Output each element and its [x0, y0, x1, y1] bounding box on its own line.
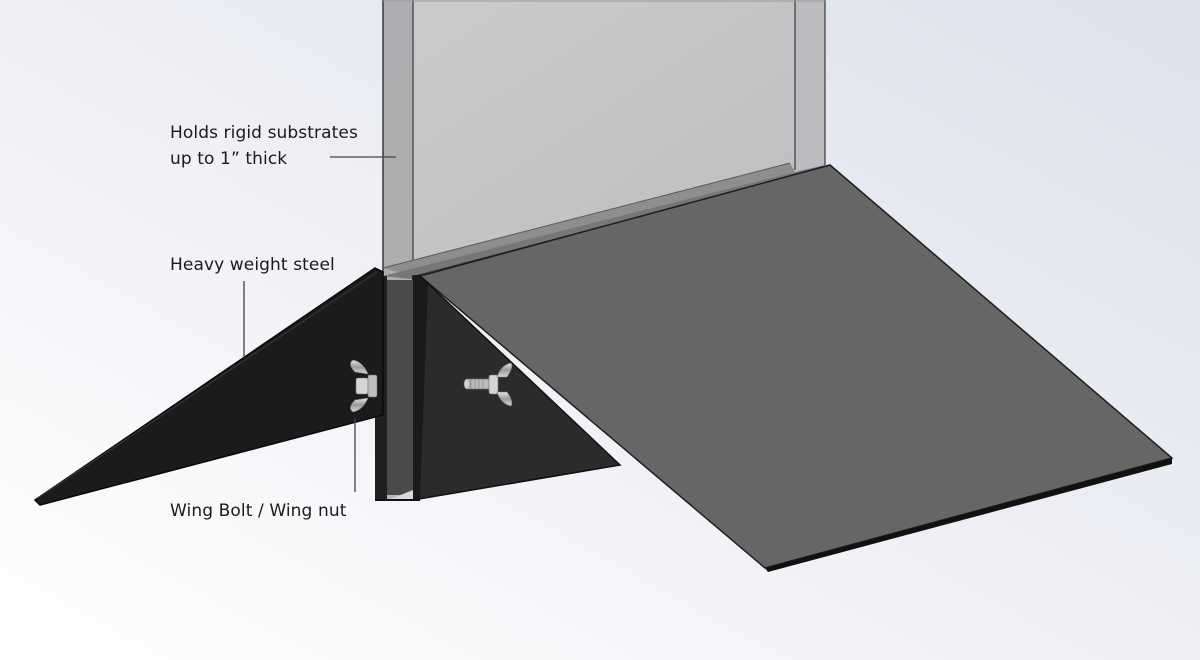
leader-lines [243, 156, 396, 492]
callout-wing-bolt: Wing Bolt / Wing nut [170, 498, 346, 524]
wing-bolt-right [463, 362, 513, 407]
callout-steel-text: Heavy weight steel [170, 255, 335, 275]
callout-substrates-line1: Holds rigid substrates [170, 123, 358, 143]
callout-steel: Heavy weight steel [170, 252, 335, 278]
wing-bolt-left [350, 359, 378, 413]
left-wedge [33, 267, 384, 506]
callout-substrates-line2: up to 1” thick [170, 149, 288, 169]
callout-substrates: Holds rigid substrates up to 1” thick [170, 120, 358, 172]
substrate-panel [382, 0, 826, 500]
right-plate [418, 164, 1174, 572]
callout-wing-bolt-text: Wing Bolt / Wing nut [170, 501, 347, 521]
